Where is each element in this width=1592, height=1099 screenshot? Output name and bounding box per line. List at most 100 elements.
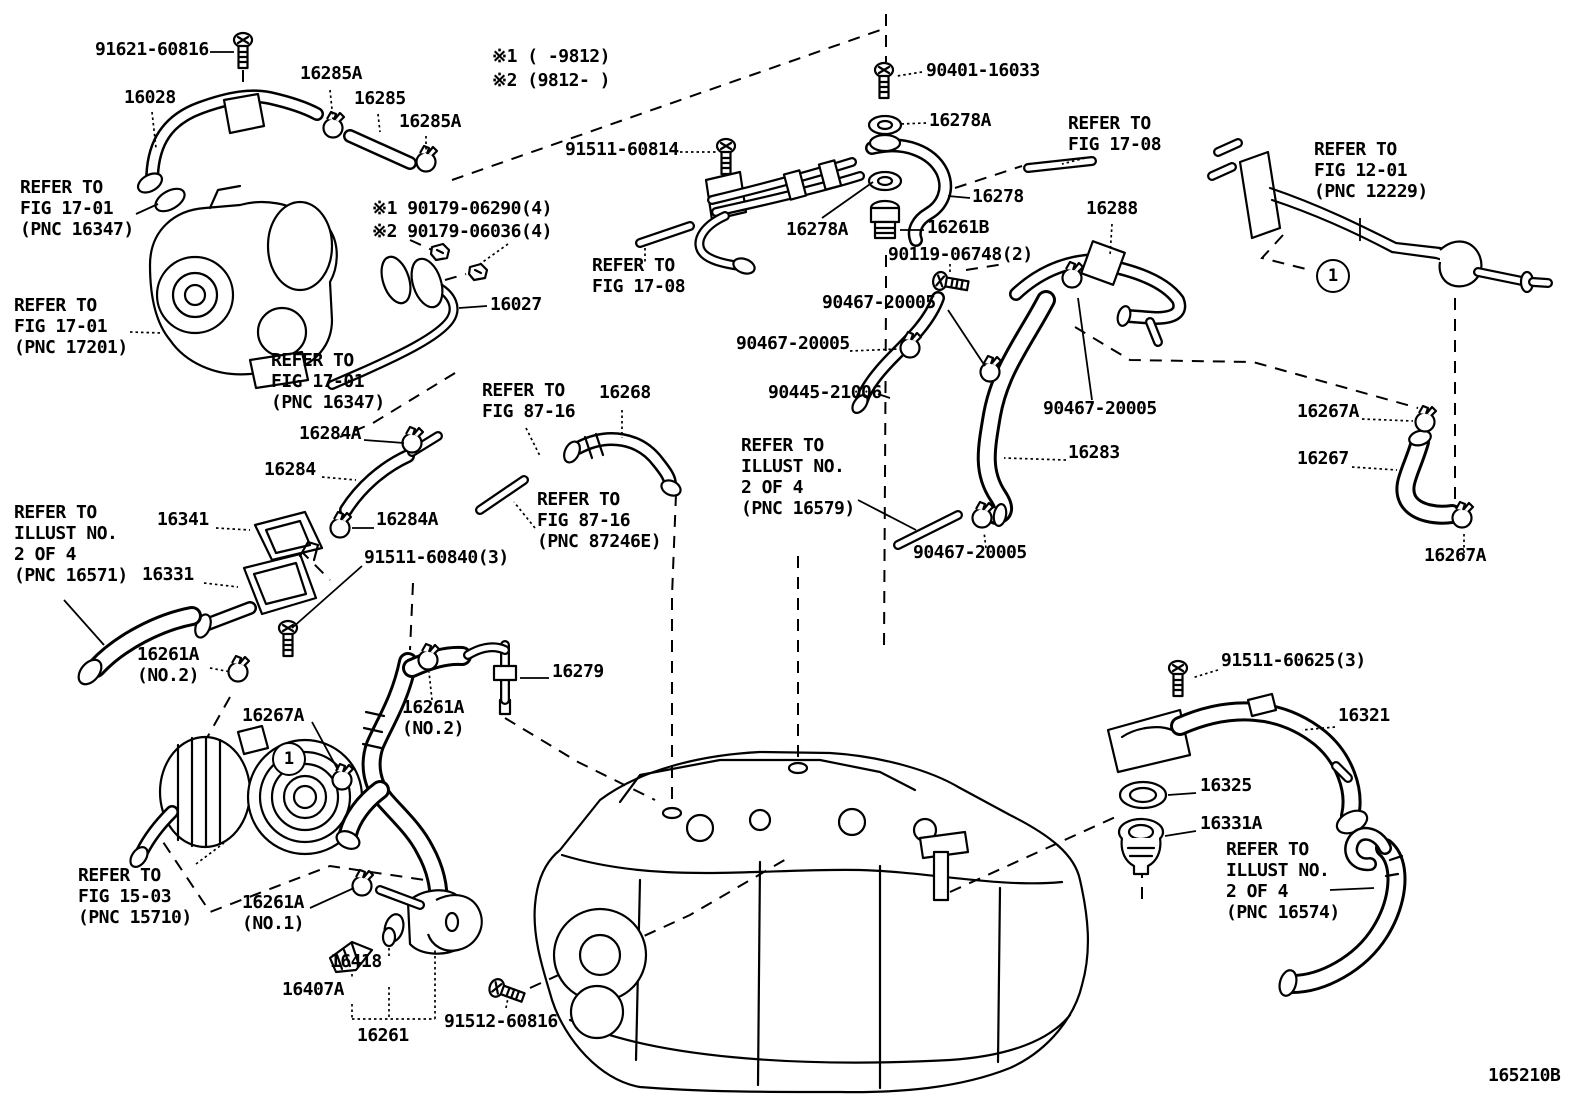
clamp-16285A-icon: [415, 144, 439, 173]
oil-cooler: [129, 724, 364, 868]
clamp-16284A-icon: [329, 510, 353, 539]
fitting-16279: [463, 640, 518, 716]
bypass-hose-16261-assembly: [335, 645, 483, 955]
callout-circle-1: 1: [272, 742, 306, 776]
callout-circle-1: 1: [1316, 259, 1350, 293]
oring-16418-icon: [381, 926, 397, 948]
hose-16574: [1278, 827, 1407, 997]
hose-16285: [343, 129, 417, 170]
gasket-16347-icon: [154, 187, 186, 213]
leader-lines: [63, 51, 1465, 1020]
engine-block-outline: [533, 750, 1089, 1094]
bypass-pipe-16288: [1009, 240, 1187, 347]
gasket-icon: [380, 255, 412, 305]
clamp-16261A-icon: [227, 654, 251, 683]
part-number-label: ※2 90179-06036(4): [372, 221, 552, 242]
reference-label: REFER TO FIG 15-03 (PNC 15710): [78, 865, 192, 928]
reference-label: REFER TO ILLUST NO. 2 OF 4 (PNC 16574): [1226, 839, 1340, 923]
gasket-16278A-icon: [867, 114, 903, 136]
water-outlet-housing: [375, 885, 483, 955]
reference-label: REFER TO FIG 17-01 (PNC 16347): [271, 350, 385, 413]
part-number-label: 16267A: [1424, 545, 1487, 566]
part-number-label: 16331: [142, 564, 194, 585]
hose-16284: [339, 431, 443, 517]
part-number-label: 16284A: [376, 509, 439, 530]
clamp-90467-20005-icon: [899, 330, 923, 359]
part-number-label: 91511-60840(3): [364, 547, 509, 568]
reference-label: REFER TO FIG 12-01 (PNC 12229): [1314, 139, 1428, 202]
sensor-16407A-icon: [328, 940, 374, 974]
pipe-12229: [1207, 138, 1553, 294]
seal-16325-icon: [1118, 780, 1168, 810]
hose-90445: [851, 291, 945, 414]
part-number-label: 91512-60816: [444, 1011, 558, 1032]
nut-90179-icon: [429, 242, 451, 262]
part-number-label: 16278: [972, 186, 1024, 207]
water-inlet-housing-16331: [194, 540, 320, 639]
reference-label: REFER TO FIG 17-08: [1068, 113, 1162, 155]
applicability-note: ※1 ( -9812): [492, 46, 610, 67]
heater-pipe-stubs: [635, 156, 1097, 248]
part-number-label: 16278A: [786, 219, 849, 240]
part-number-label: 16321: [1338, 705, 1390, 726]
part-number-label: 16285: [354, 88, 406, 109]
part-number-label: 90467-20005: [1043, 398, 1157, 419]
part-number-label: 16407A: [282, 979, 345, 1000]
part-number-label: 16278A: [929, 110, 992, 131]
bypass-pipe-16027: [327, 255, 459, 390]
bypass-pipe-16028: [136, 89, 324, 213]
clamp-90467-20005-icon: [979, 354, 1003, 383]
reference-label: REFER TO ILLUST NO. 2 OF 4 (PNC 16571): [14, 502, 128, 586]
part-number-label: 16288: [1086, 198, 1138, 219]
part-number-label: 16267A: [242, 705, 305, 726]
water-outlet-pipe-16321: [1106, 692, 1369, 835]
part-number-label: 16283: [1068, 442, 1120, 463]
part-number-label: 16418: [330, 951, 382, 972]
part-number-label: 16028: [124, 87, 176, 108]
reference-label: REFER TO ILLUST NO. 2 OF 4 (PNC 16579): [741, 435, 855, 519]
part-number-label: 16331A: [1200, 813, 1263, 834]
hose-16268: [563, 432, 682, 497]
bolt-91511-60625-icon: [1167, 659, 1189, 698]
engine-sensor-boss: [918, 830, 970, 902]
clamp-16284A-icon: [401, 425, 425, 454]
part-number-label: 16341: [157, 509, 209, 530]
gasket-16341-icon: [253, 510, 324, 562]
turbocharger: [148, 184, 338, 390]
part-number-label: 90401-16033: [926, 60, 1040, 81]
part-number-label: 16267A: [1297, 401, 1360, 422]
bolt-90401-16033-icon: [873, 61, 895, 100]
clamp-16261A-icon: [417, 642, 441, 671]
part-number-label: 16261A (NO.2): [137, 644, 200, 686]
clamp-16261A-icon: [351, 868, 375, 897]
part-number-label: 90467-20005: [736, 333, 850, 354]
part-number-label: 90467-20005: [913, 542, 1027, 563]
part-number-label: 16261B: [927, 217, 990, 238]
plug-16261B-icon: [869, 199, 901, 240]
part-number-label: 16285A: [300, 63, 363, 84]
part-number-label: 16027: [490, 294, 542, 315]
bypass-pipe-assembly-16278: [694, 114, 953, 275]
part-number-label: ※1 90179-06290(4): [372, 198, 552, 219]
part-number-label: 16261A (NO.1): [242, 892, 305, 934]
part-number-label: 16284: [264, 459, 316, 480]
part-number-label: 90467-20005: [822, 292, 936, 313]
clamp-16267A-icon: [1414, 404, 1438, 433]
drawing-code: 165210B: [1488, 1065, 1561, 1086]
part-number-label: 16285A: [399, 111, 462, 132]
clamp-16285A-icon: [322, 110, 346, 139]
gasket-icon: [410, 257, 444, 309]
part-number-label: 16268: [599, 382, 651, 403]
bolt-91511-60814-icon: [715, 137, 737, 176]
reference-label: REFER TO FIG 17-08: [592, 255, 686, 297]
reference-label: REFER TO FIG 17-01 (PNC 16347): [20, 177, 134, 240]
heater-pipe-87246E: [475, 475, 529, 515]
part-number-label: 90119-06748(2): [888, 244, 1033, 265]
nut-90179-icon: [467, 262, 489, 282]
bolt-91621-60816-icon: [232, 31, 254, 70]
reference-label: REFER TO FIG 87-16: [482, 380, 576, 422]
reference-label: REFER TO FIG 87-16 (PNC 87246E): [537, 489, 662, 552]
gasket-16278A-icon: [867, 170, 903, 192]
